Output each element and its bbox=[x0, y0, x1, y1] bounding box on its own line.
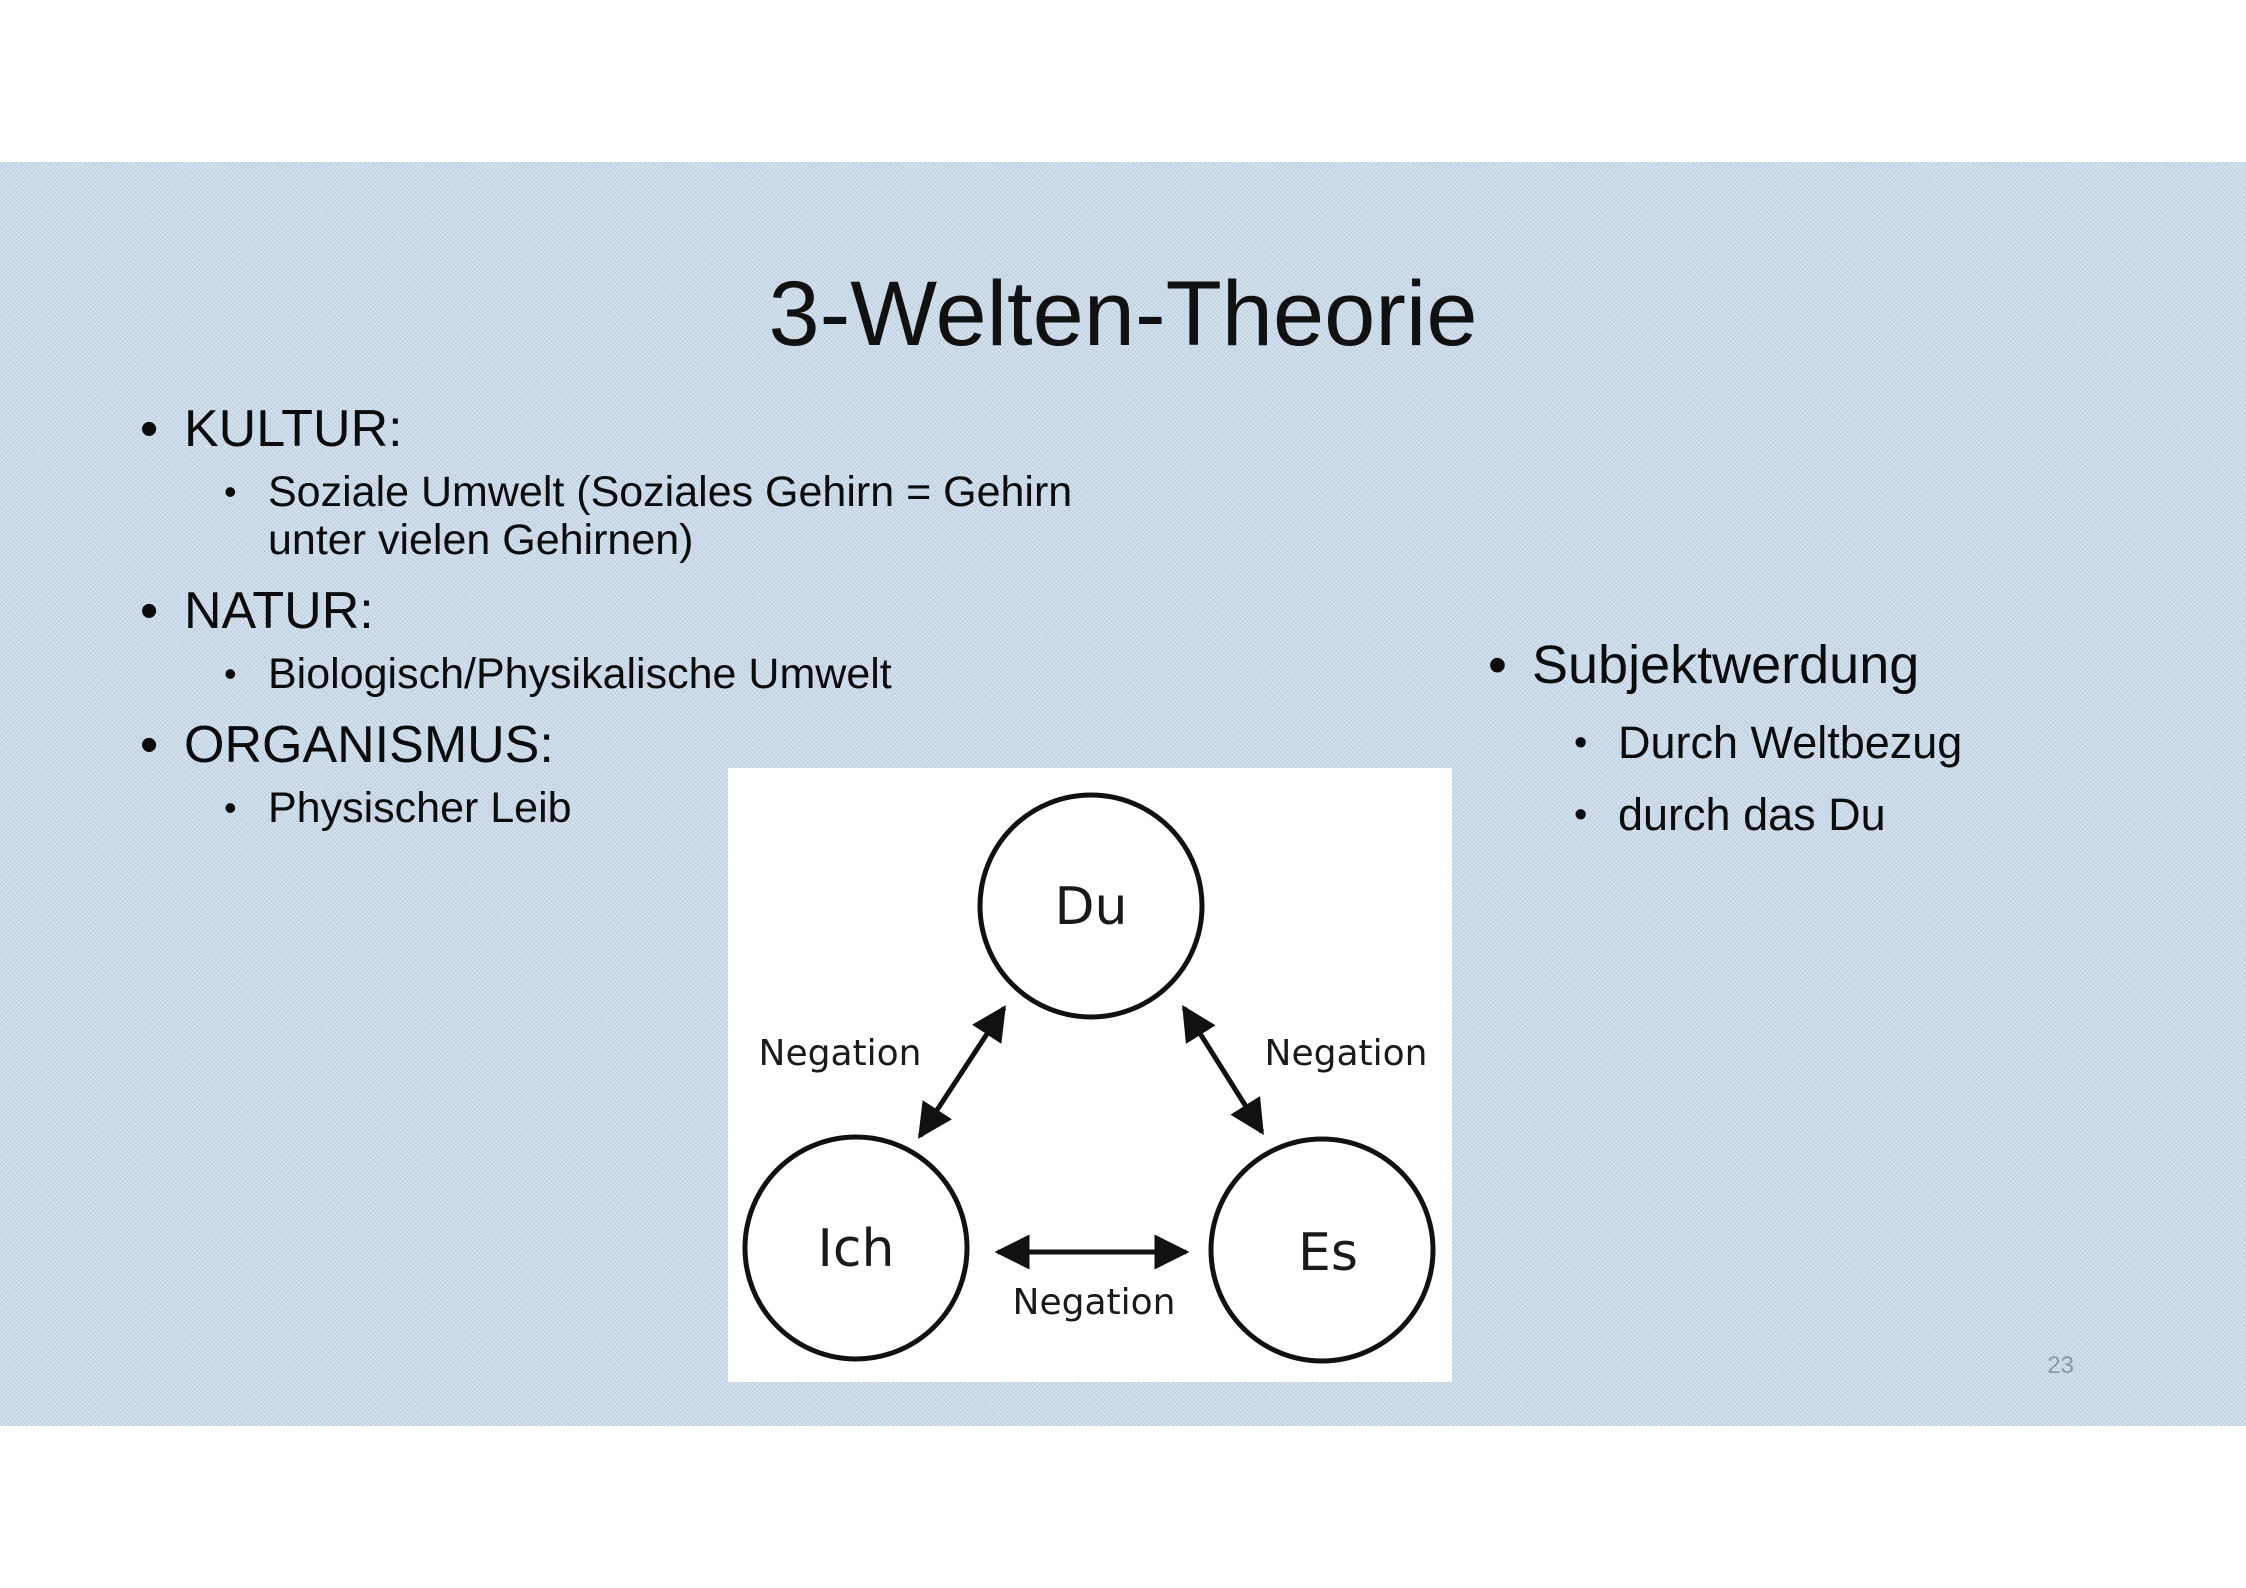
bullet-natur: NATUR: bbox=[140, 580, 1240, 642]
slide-title: 3-Welten-Theorie bbox=[768, 263, 1478, 365]
edge-label-right: Negation bbox=[1265, 1033, 1428, 1074]
node-du-label: Du bbox=[1055, 877, 1128, 937]
sub-bullet-physischer-leib: Physischer Leib bbox=[140, 784, 1148, 832]
node-es-circle bbox=[1208, 1136, 1436, 1364]
sub-bullet-biologisch: Biologisch/Physikalische Umwelt bbox=[140, 650, 1148, 698]
edge-label-bottom: Negation bbox=[1013, 1282, 1176, 1323]
sub-bullet-du: durch das Du bbox=[1488, 788, 2188, 842]
node-du-circle bbox=[977, 792, 1205, 1020]
node-ich-label: Ich bbox=[818, 1219, 895, 1279]
node-ich-circle bbox=[742, 1134, 970, 1362]
arrow-du-es bbox=[1181, 1005, 1265, 1135]
edge-label-left: Negation bbox=[759, 1033, 922, 1074]
sub-bullet-weltbezug: Durch Weltbezug bbox=[1488, 716, 2188, 770]
ich-du-es-diagram: Du Ich Es Negation Negation Negation bbox=[728, 768, 1452, 1382]
page-number: 23 bbox=[2047, 1352, 2074, 1379]
arrow-ich-du bbox=[917, 1005, 1007, 1139]
bullet-organismus: ORGANISMUS: bbox=[140, 714, 1240, 776]
bullet-subjektwerdung: Subjektwerdung bbox=[1488, 632, 2188, 698]
node-es-label: Es bbox=[1298, 1223, 1358, 1283]
left-bullet-list: KULTUR: Soziale Umwelt (Soziales Gehirn … bbox=[140, 392, 1240, 848]
sub-bullet-soziale-umwelt: Soziale Umwelt (Soziales Gehirn = Gehirn… bbox=[140, 468, 1148, 564]
bullet-kultur: KULTUR: bbox=[140, 398, 1240, 460]
diagram-svg: Du Ich Es Negation Negation Negation bbox=[742, 792, 1436, 1364]
slide: 3-Welten-Theorie KULTUR: Soziale Umwelt … bbox=[0, 162, 2246, 1426]
right-bullet-list: Subjektwerdung Durch Weltbezug durch das… bbox=[1488, 632, 2188, 842]
